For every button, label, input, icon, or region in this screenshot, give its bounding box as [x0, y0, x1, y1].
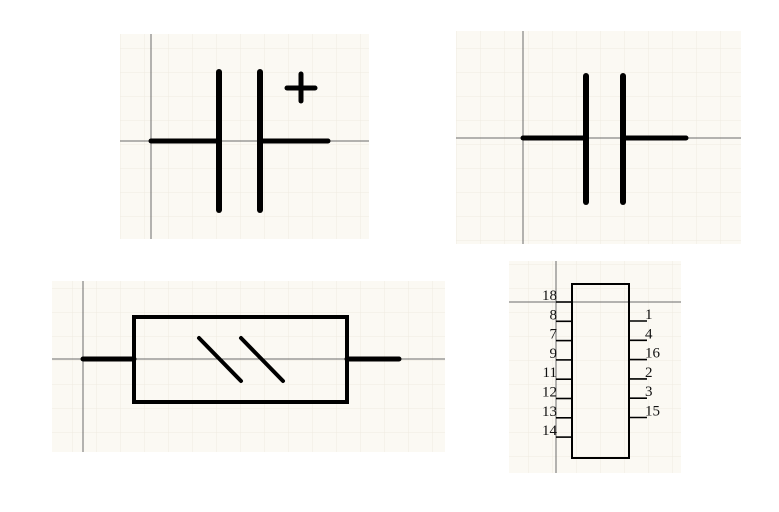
ic-pin-number: 16: [645, 346, 661, 362]
ic-right-pins: 1 4 16 2 3 15: [629, 307, 661, 420]
ic-pin-number: 9: [550, 346, 558, 362]
ic-body: [571, 283, 630, 459]
ic-pin-number: 14: [542, 423, 558, 439]
ic-pin-number: 11: [543, 365, 557, 381]
ic-pin-number: 4: [645, 326, 653, 342]
crystal-symbol: [52, 281, 445, 452]
ic-left-pins: 18 8 7 9 11 12 13 14: [542, 288, 572, 439]
ic-pin-number: 1: [645, 307, 653, 323]
ic-pin-number: 12: [542, 385, 557, 401]
ic-pin-number: 3: [645, 384, 653, 400]
ic-pin-number: 18: [542, 288, 557, 304]
ic-pin-number: 7: [550, 327, 558, 343]
polarized-capacitor-symbol: [120, 34, 369, 239]
slash-mark: [239, 336, 285, 383]
ic-pin-number: 13: [542, 404, 557, 420]
ic-pin-number: 8: [550, 307, 558, 323]
capacitor-symbol: [456, 31, 741, 244]
ic-pin-number: 15: [645, 404, 660, 420]
slash-mark: [197, 336, 243, 383]
ic-pin-number: 2: [645, 365, 653, 381]
